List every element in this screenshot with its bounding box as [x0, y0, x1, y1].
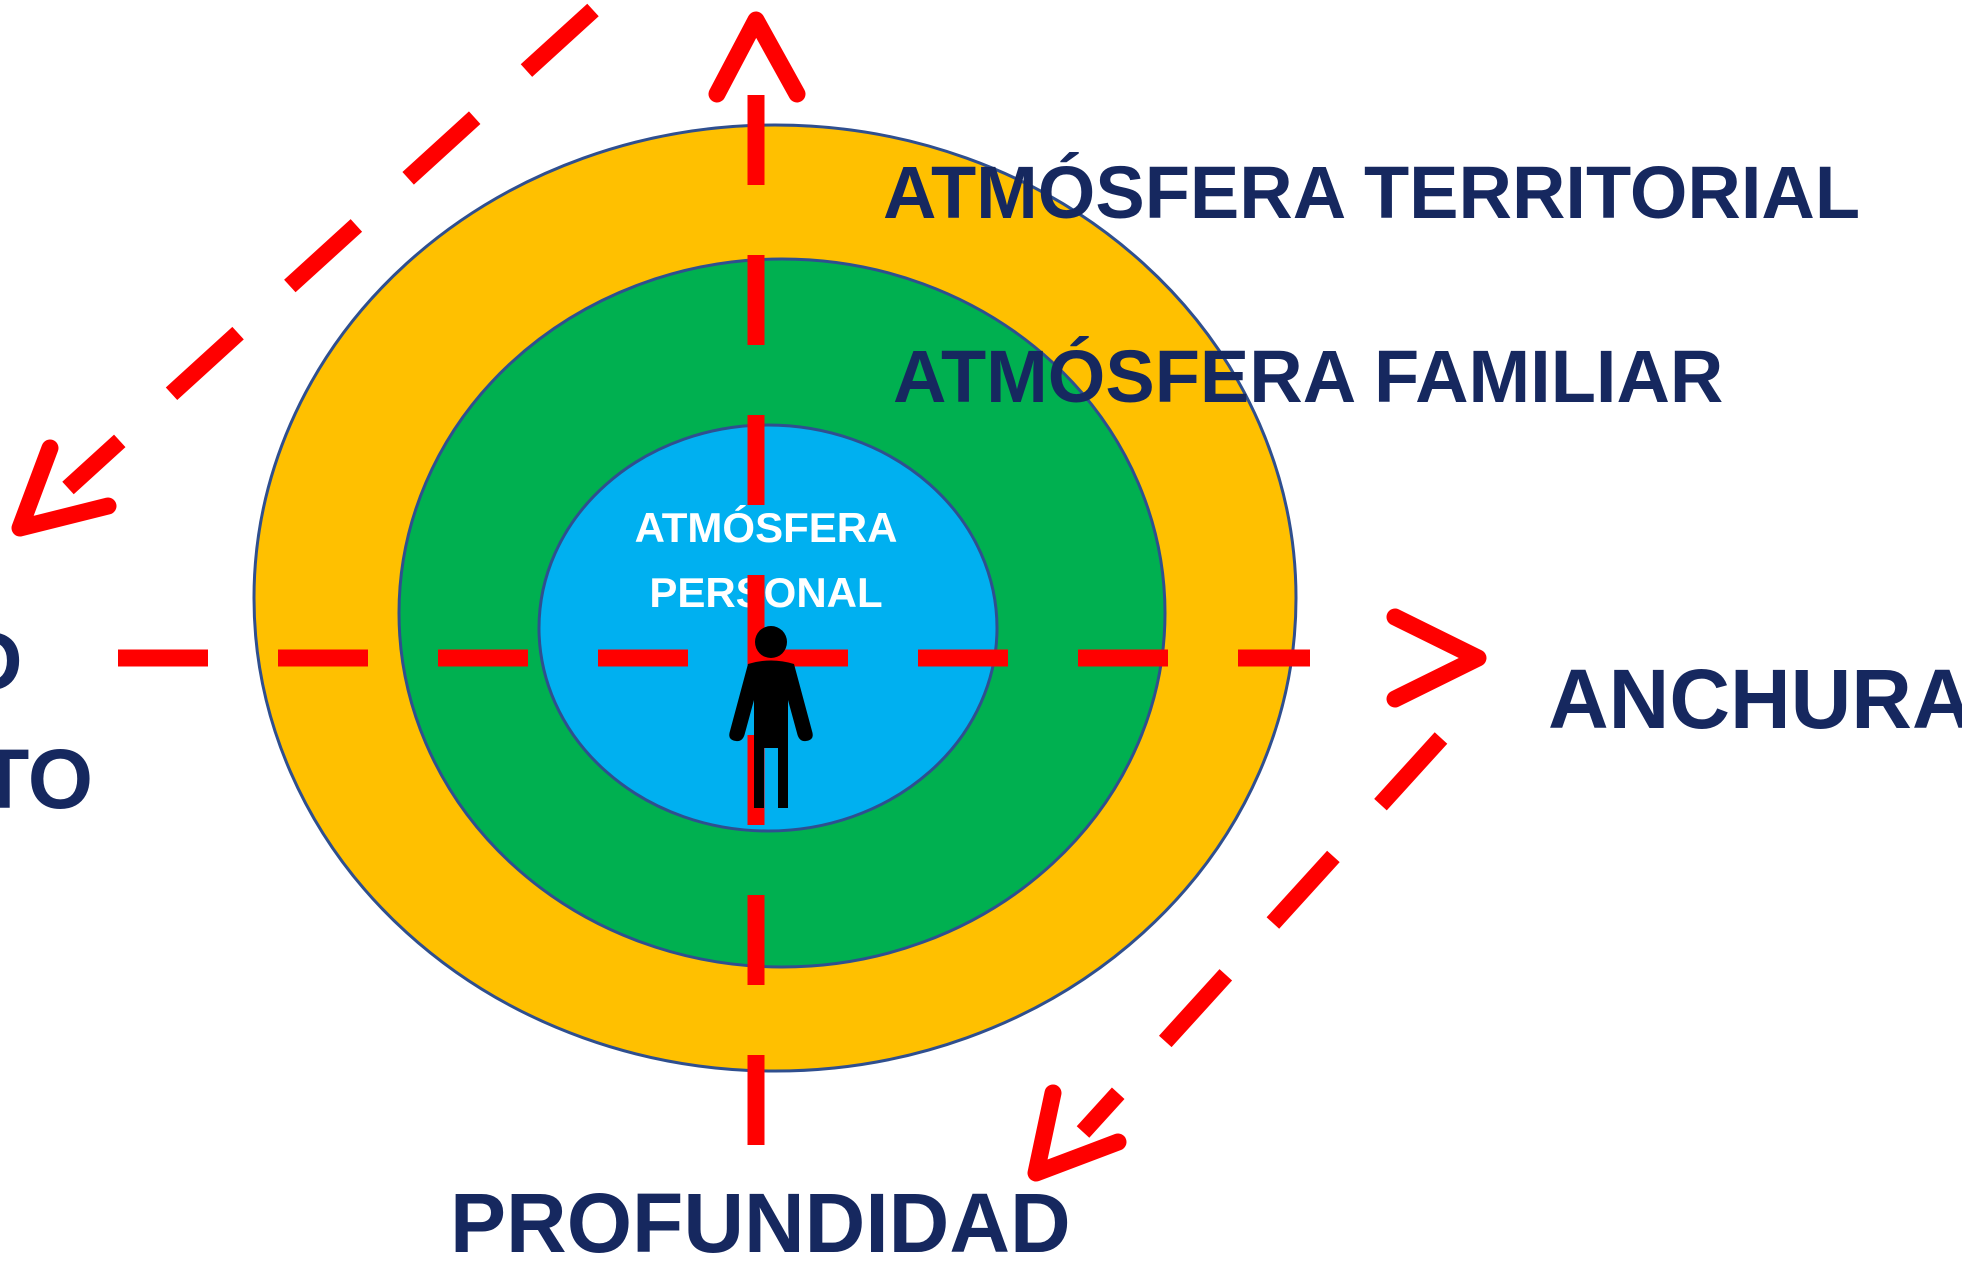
width-axis-arrowhead — [1386, 608, 1487, 708]
left-axis-label-partial-bottom: TO — [0, 732, 93, 826]
person-icon — [729, 626, 813, 808]
left-axis-label-partial-top: D — [0, 614, 23, 708]
depth-axis-label: PROFUNDIDAD — [450, 1176, 1071, 1261]
width-axis-label: ANCHURA — [1548, 652, 1962, 746]
upper-diagonal-line — [62, 3, 599, 495]
personal-atmosphere-label-line2: PERSONAL — [649, 569, 882, 616]
lower-diagonal-arrowhead — [1027, 1084, 1127, 1182]
familiar-atmosphere-label: ATMÓSFERA FAMILIAR — [893, 335, 1723, 418]
lower-diagonal-line — [1076, 732, 1448, 1138]
depth-axis-arrowhead — [708, 11, 806, 103]
territorial-atmosphere-label: ATMÓSFERA TERRITORIAL — [883, 151, 1860, 234]
upper-diagonal-arrowhead — [11, 439, 117, 537]
personal-atmosphere-label-line1: ATMÓSFERA — [635, 503, 898, 551]
